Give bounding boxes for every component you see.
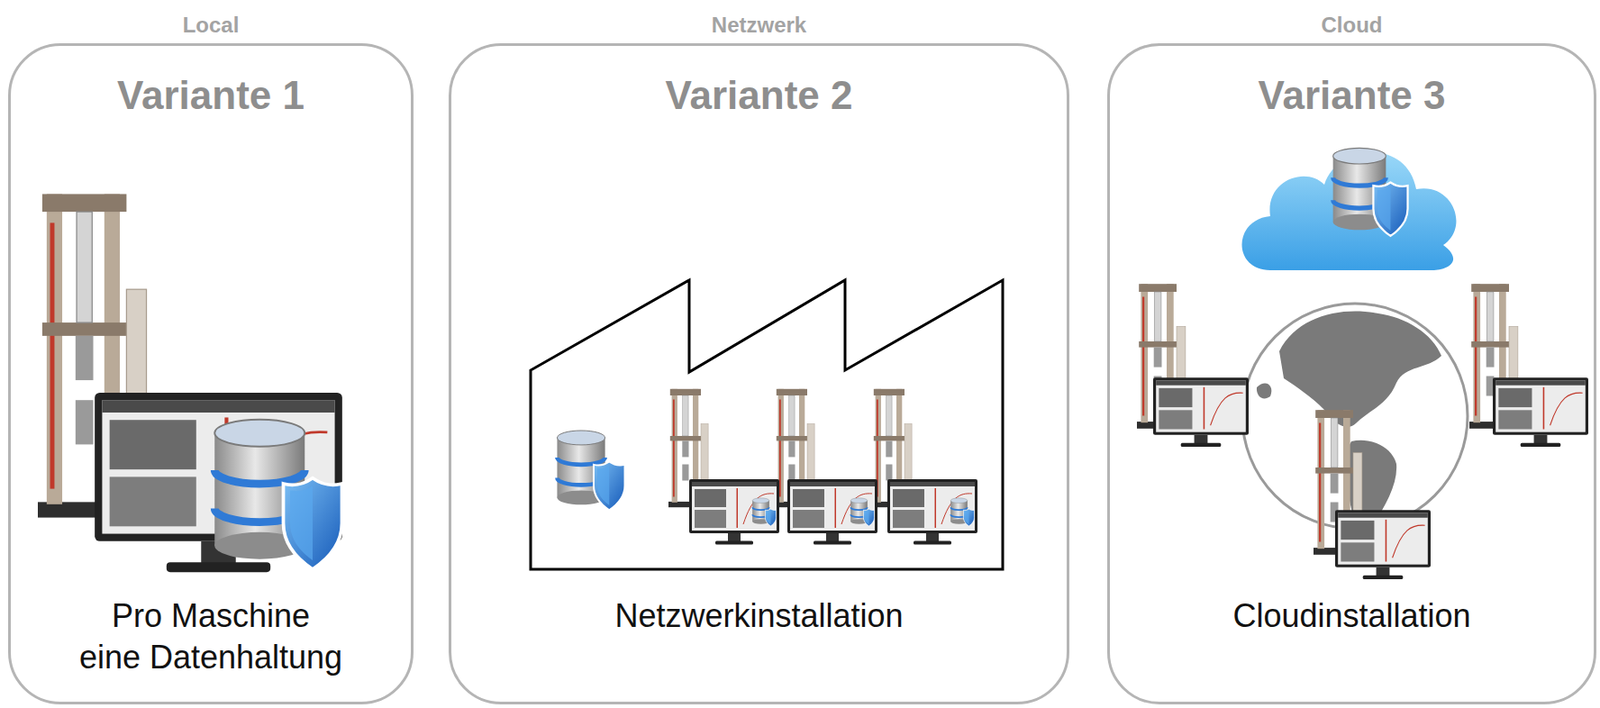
continent bbox=[1405, 306, 1446, 324]
monitor bbox=[689, 479, 780, 546]
variant-caption: Netzwerkinstallation bbox=[460, 595, 1058, 637]
monitor bbox=[1335, 509, 1431, 580]
monitor bbox=[1153, 377, 1249, 447]
database-icon bbox=[950, 498, 974, 527]
factory-outline bbox=[530, 280, 1003, 570]
variant-panel: LocalVariante 1Pro Maschine eine Datenha… bbox=[8, 43, 414, 705]
database-icon bbox=[850, 498, 874, 527]
variant-panel: CloudVariante 3Cloudinstallation bbox=[1107, 43, 1597, 705]
database-icon bbox=[556, 430, 625, 510]
panel-heading: Cloud bbox=[1109, 11, 1594, 39]
variant-caption: Pro Maschine eine Datenhaltung bbox=[77, 595, 345, 679]
continent bbox=[1279, 310, 1442, 428]
variant-title: Variante 1 bbox=[10, 72, 411, 119]
variant-panel: NetzwerkVariante 2Netzwerkinstallation bbox=[448, 43, 1070, 705]
database-icon bbox=[1333, 147, 1409, 237]
monitor bbox=[787, 479, 878, 546]
panel-heading: Local bbox=[10, 11, 411, 39]
globe-land bbox=[1256, 306, 1446, 532]
monitor bbox=[887, 479, 978, 546]
database-icon bbox=[214, 419, 342, 570]
monitor bbox=[94, 392, 343, 573]
variant-title: Variante 2 bbox=[451, 72, 1067, 119]
variant-caption: Cloudinstallation bbox=[1118, 595, 1585, 637]
monitor bbox=[1492, 377, 1589, 447]
continent bbox=[1256, 382, 1272, 399]
variant-title: Variante 3 bbox=[1109, 72, 1594, 119]
database-icon bbox=[752, 498, 776, 527]
panel-heading: Netzwerk bbox=[451, 11, 1067, 39]
